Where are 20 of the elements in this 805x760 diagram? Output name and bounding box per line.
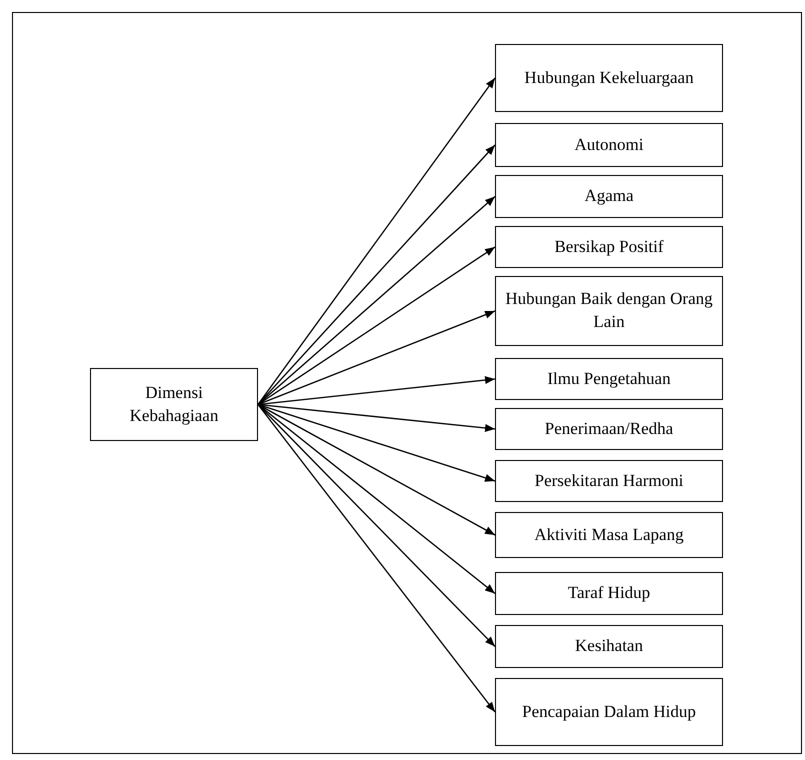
text-box: Pencapaian Dalam Hidup (495, 678, 723, 746)
arrow (257, 78, 496, 405)
text-box: Autonomi (495, 123, 723, 167)
text-box: Kesihatan (495, 625, 723, 668)
text-box: Agama (495, 175, 723, 218)
text-box: Taraf Hidup (495, 572, 723, 615)
text-box: Ilmu Pengetahuan (495, 358, 723, 400)
arrow (257, 404, 496, 712)
text-box: Bersikap Positif (495, 226, 723, 268)
arrow (258, 404, 496, 482)
text-box: Penerimaan/Redha (495, 408, 723, 450)
arrow (258, 310, 496, 406)
text-box: Hubungan Baik dengan Orang Lain (495, 276, 723, 346)
arrow (258, 404, 496, 432)
text-box: Dimensi Kebahagiaan (90, 368, 258, 441)
text-box: Hubungan Kekeluargaan (495, 44, 723, 112)
arrow (258, 246, 496, 406)
text-box: Persekitaran Harmoni (495, 460, 723, 502)
arrow (258, 376, 496, 406)
text-box: Aktiviti Masa Lapang (495, 512, 723, 558)
